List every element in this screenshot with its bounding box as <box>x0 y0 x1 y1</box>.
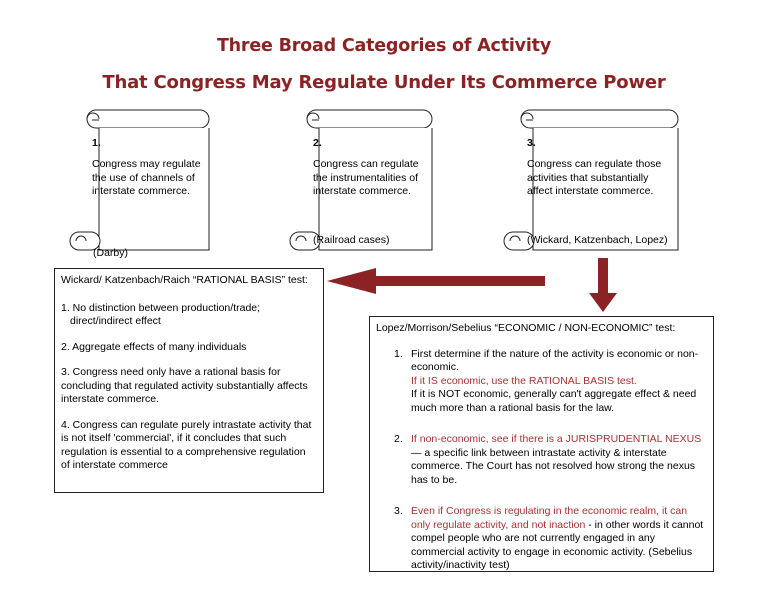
scroll-3-shape <box>503 109 679 251</box>
economic-test-item-2-tail: a specific link between intrastate activ… <box>411 446 696 486</box>
scroll-1-footnote: (Darby) <box>93 247 129 259</box>
rational-basis-item-1: 1. No distinction between production/tra… <box>61 302 317 329</box>
scroll-3-footnote: (Wickard, Katzenbach, Lopez) <box>527 234 668 246</box>
scroll-3-number: 3. <box>527 137 536 149</box>
scroll-2-text: Congress can regulate the instrumentalit… <box>313 158 419 197</box>
scroll-1-shape <box>69 109 210 251</box>
economic-test-item-2: 2. If non-economic, see if there is a JU… <box>376 433 707 487</box>
rational-basis-item-1-line-a: 1. No distinction between production/tra… <box>61 301 261 314</box>
scroll-3-text: Congress can regulate those activities t… <box>527 158 662 197</box>
scroll-1-text: Congress may regulate the use of channel… <box>92 158 201 197</box>
rational-basis-item-1-line-b: direct/indirect effect <box>70 315 161 327</box>
economic-test-item-2-dash: — <box>411 446 422 459</box>
economic-test-item-1-number: 1. <box>394 347 403 360</box>
economic-test-box: Lopez/Morrison/Sebelius “ECONOMIC / NON-… <box>369 316 714 572</box>
economic-test-heading: Lopez/Morrison/Sebelius “ECONOMIC / NON-… <box>376 322 676 334</box>
economic-test-item-1: 1. First determine if the nature of the … <box>376 348 707 416</box>
rational-basis-item-3: 3. Congress need only have a rational ba… <box>61 366 308 405</box>
scroll-1-number: 1. <box>92 137 101 149</box>
diagram-title: Three Broad Categories of Activity <box>216 36 552 56</box>
scroll-2-shape <box>289 109 433 251</box>
economic-test-item-3-tail: - in other words it cannot compel people… <box>411 518 704 572</box>
economic-test-item-1-tail: If it is NOT economic, generally can't a… <box>411 388 697 414</box>
economic-test-item-3-number: 3. <box>394 505 403 517</box>
arrow-left-icon <box>327 268 545 294</box>
economic-test-item-2-red: If non-economic, see if there is a JURIS… <box>411 433 702 445</box>
economic-test-item-1-red: If it IS economic, use the RATIONAL BASI… <box>411 374 637 387</box>
scroll-2-number: 2. <box>313 137 322 149</box>
arrow-down-icon <box>589 258 617 312</box>
economic-test-item-3-red: Even if Congress is regulating in the ec… <box>411 505 688 531</box>
rational-basis-heading: Wickard/ Katzenbach/Raich “RATIONAL BASI… <box>61 274 308 286</box>
rational-basis-item-2: 2. Aggregate effects of many individuals <box>61 340 247 353</box>
economic-test-item-2-number: 2. <box>394 433 403 445</box>
rational-basis-item-4: 4. Congress can regulate purely intrasta… <box>61 418 312 472</box>
diagram-subtitle: That Congress May Regulate Under Its Com… <box>102 72 666 93</box>
rational-basis-box: Wickard/ Katzenbach/Raich “RATIONAL BASI… <box>54 268 324 493</box>
economic-test-item-1-text: First determine if the nature of the act… <box>411 347 699 374</box>
economic-test-item-3: 3. Even if Congress is regulating in the… <box>376 505 707 572</box>
scroll-2-footnote: (Railroad cases) <box>313 234 390 246</box>
